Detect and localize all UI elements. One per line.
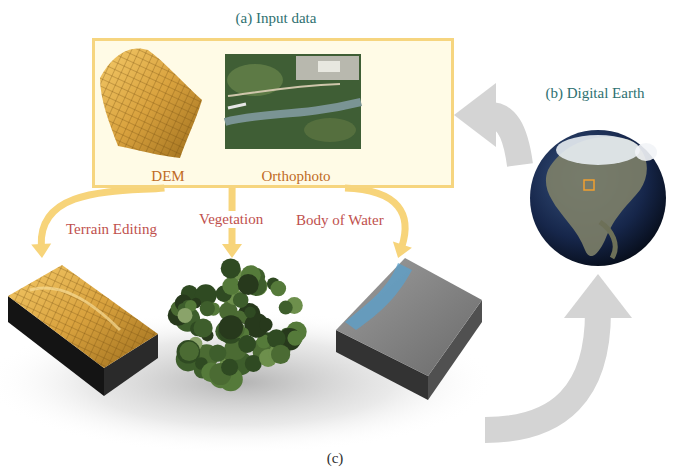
feedback-arrow xyxy=(454,83,520,165)
photo-building xyxy=(318,61,340,72)
process-arrow xyxy=(31,188,164,258)
globe xyxy=(530,130,666,266)
terrain-grid xyxy=(8,265,158,368)
globe-sphere xyxy=(530,130,666,266)
tree-crown xyxy=(238,274,259,295)
orthophoto xyxy=(225,54,361,149)
arrow-head xyxy=(222,244,242,258)
tree-crown xyxy=(271,345,290,364)
dem-surface xyxy=(100,48,202,158)
tree-crown xyxy=(200,301,215,316)
tree-crown xyxy=(219,315,243,339)
tree-crown xyxy=(222,277,240,295)
tree-crown xyxy=(221,359,238,376)
globe-marker xyxy=(584,180,594,190)
water-terrain xyxy=(336,258,482,376)
tree-crown xyxy=(194,318,213,337)
arrow-shaft xyxy=(41,188,164,246)
dem-mesh xyxy=(100,48,202,158)
terrain-ridge xyxy=(30,288,120,330)
water-block xyxy=(336,258,482,400)
tree-crown xyxy=(244,307,255,318)
data-label: Orthophoto xyxy=(261,168,330,185)
box-title: (a) Input data xyxy=(236,10,317,27)
arrow-head xyxy=(564,274,632,318)
tree-crown xyxy=(178,308,193,323)
globe-snow xyxy=(556,135,640,165)
vegetation xyxy=(168,258,307,391)
globe-node: (b) Digital Earth xyxy=(520,84,670,274)
arrow-head xyxy=(393,242,412,258)
photo-dam xyxy=(228,104,246,108)
tree-crown xyxy=(180,342,199,361)
edge-label: Terrain Editing xyxy=(64,221,159,238)
terrain-block xyxy=(8,265,158,396)
box-fill xyxy=(92,38,454,188)
photo-ground xyxy=(225,54,361,149)
dem-grid xyxy=(100,48,202,158)
data-label: DEM xyxy=(151,168,184,185)
photo-road xyxy=(228,84,340,96)
globe-greenland xyxy=(635,143,657,161)
return-arrow xyxy=(485,274,632,430)
tree-crown xyxy=(177,340,201,364)
terrain-surface xyxy=(8,265,158,368)
edge-label: Vegetation xyxy=(197,211,265,228)
edge-label: Body of Water xyxy=(294,212,386,229)
globe-land xyxy=(600,222,615,258)
river xyxy=(345,263,412,330)
globe-title: (b) Digital Earth xyxy=(545,85,644,102)
input-data-box: (a) Input dataDEMOrthophoto xyxy=(92,38,454,188)
tree-crown xyxy=(259,318,273,332)
tree-crown xyxy=(209,344,226,361)
photo-field xyxy=(227,64,283,96)
tree-crown xyxy=(238,335,256,353)
arrow-shaft xyxy=(485,311,598,430)
photo-field xyxy=(304,118,356,142)
tree-crown xyxy=(279,301,293,315)
tree-crown xyxy=(221,258,241,278)
photo-river xyxy=(225,102,361,122)
arrow-head xyxy=(31,244,51,259)
tree-crown xyxy=(287,330,302,345)
photo-building xyxy=(296,56,359,80)
part-label: (c) xyxy=(327,450,344,467)
arrow-head xyxy=(454,83,496,147)
output-group: (c) xyxy=(5,258,485,470)
tree-crown xyxy=(271,281,287,297)
